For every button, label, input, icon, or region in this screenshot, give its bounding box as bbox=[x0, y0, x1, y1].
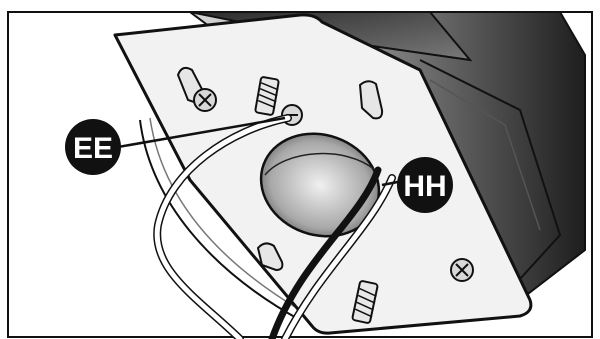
callout-ee-label: EE bbox=[73, 132, 113, 165]
screw-right bbox=[451, 259, 473, 281]
callout-hh-label: HH bbox=[403, 170, 446, 203]
screw-left bbox=[194, 89, 216, 111]
callout-ee: EE bbox=[65, 119, 121, 175]
callout-hh: HH bbox=[397, 157, 453, 213]
